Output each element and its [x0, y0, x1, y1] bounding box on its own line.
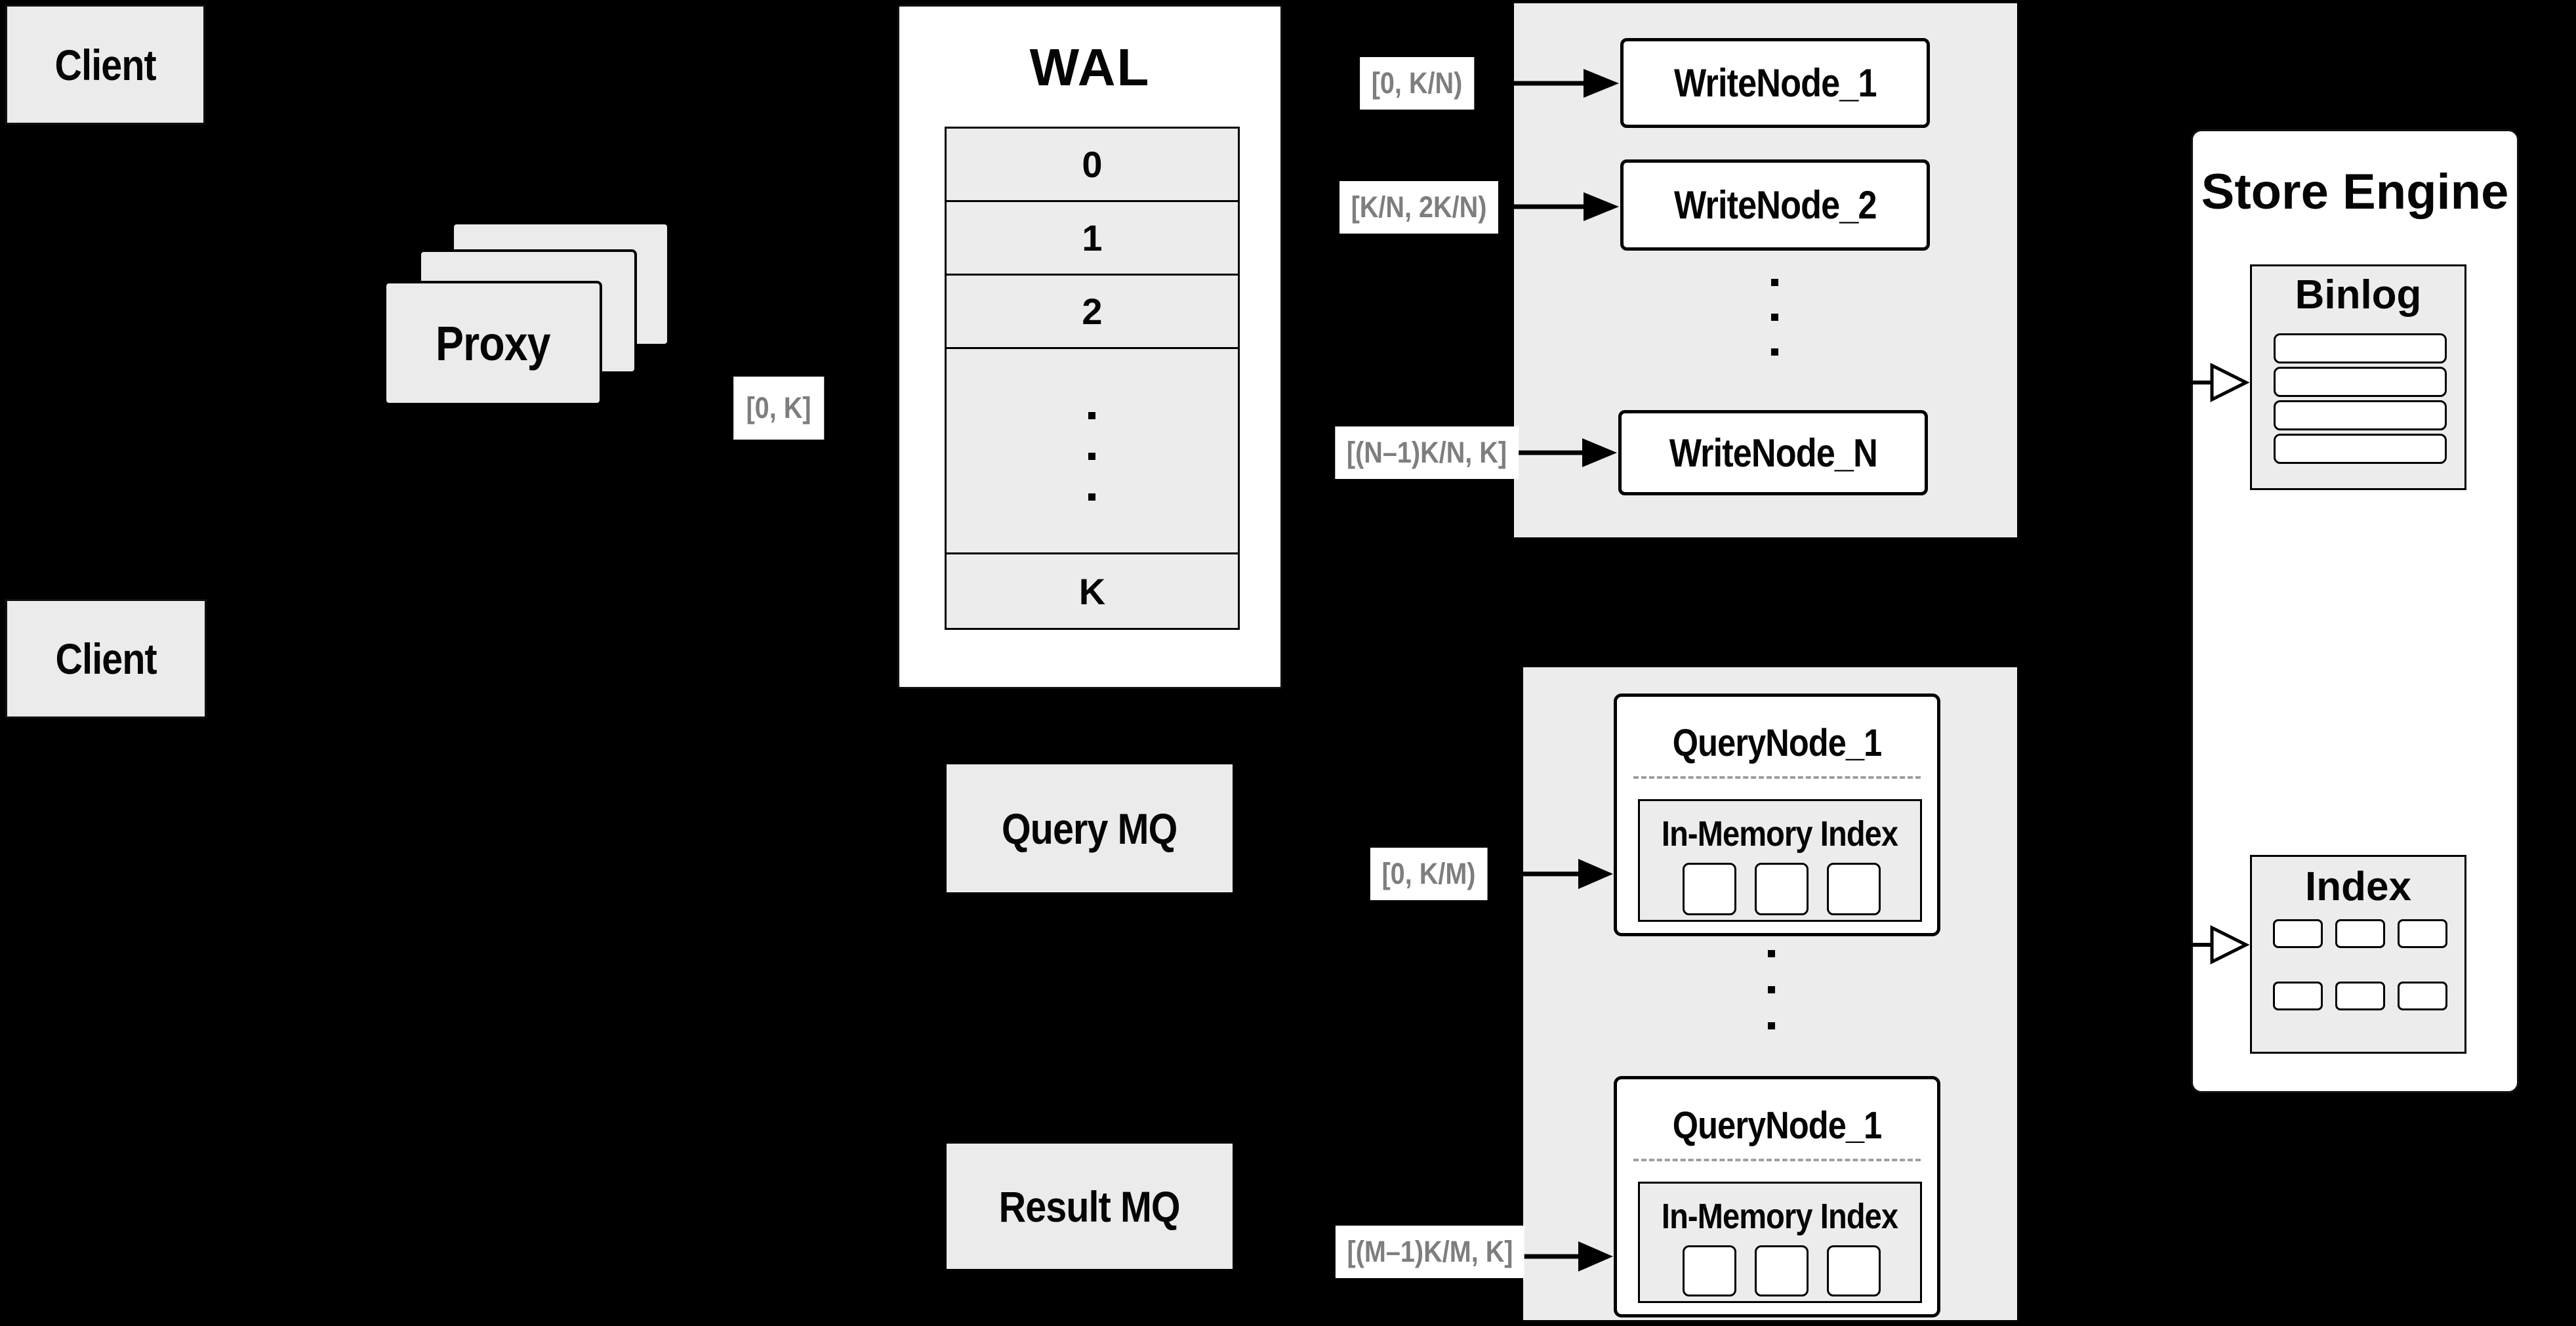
result-mq-box: Result MQ [947, 1144, 1233, 1269]
write-nodes-ellipsis-dot [1771, 279, 1778, 286]
query-nodes-ellipsis-dot [1768, 950, 1775, 957]
wal-row-1: 1 [947, 202, 1238, 276]
query-node-1-divider [1633, 776, 1921, 779]
write-node-1-label: WriteNode_1 [1673, 61, 1877, 105]
in-memory-index-box-2: In-Memory Index [1638, 1182, 1922, 1303]
binlog-segment [2274, 400, 2447, 430]
index-cell [2398, 919, 2447, 948]
proxy-card-front: Proxy [384, 281, 602, 405]
ellipsis-dot [1088, 493, 1095, 501]
query-mq-label: Query MQ [1002, 804, 1177, 853]
binlog-segment [2274, 333, 2447, 363]
write-nodes-ellipsis-dot [1771, 348, 1778, 356]
range-label-querynode-1: [0, K/M) [1370, 848, 1488, 900]
wal-row-K: K [947, 554, 1238, 628]
write-node-2-box: WriteNode_2 [1620, 159, 1930, 251]
range-label-writenode-1: [0, K/N) [1360, 57, 1474, 110]
client-bottom-label: Client [55, 634, 157, 683]
query-node-2-box: QueryNode_1 In-Memory Index [1614, 1076, 1940, 1317]
write-nodes-ellipsis-dot [1771, 314, 1778, 321]
proxy-label: Proxy [436, 316, 550, 371]
result-mq-label: Result MQ [998, 1182, 1181, 1231]
query-mq-box: Query MQ [947, 764, 1233, 892]
in-memory-index-label-2: In-Memory Index [1662, 1197, 1898, 1236]
query-node-1-label: QueryNode_1 [1672, 721, 1882, 764]
client-top-label: Client [54, 40, 156, 89]
binlog-title: Binlog [2295, 272, 2422, 318]
index-segment [1683, 1245, 1736, 1296]
query-node-1-box: QueryNode_1 In-Memory Index [1614, 694, 1940, 936]
query-node-2-divider [1633, 1159, 1921, 1161]
write-node-n-box: WriteNode_N [1618, 410, 1928, 495]
wal-title: WAL [1029, 38, 1151, 96]
write-node-n-label: WriteNode_N [1669, 430, 1877, 475]
range-label-querynode-2: [(M–1)K/M, K] [1335, 1226, 1525, 1278]
wal-row-0: 0 [947, 129, 1238, 202]
ellipsis-dot [1088, 453, 1095, 460]
query-nodes-ellipsis-dot [1768, 986, 1775, 993]
range-label-writenode-n: [(N–1)K/N, K] [1335, 426, 1519, 479]
query-nodes-ellipsis-dot [1768, 1022, 1775, 1029]
index-cell [2398, 982, 2447, 1010]
index-segment [1683, 863, 1736, 915]
in-memory-index-label-1: In-Memory Index [1662, 814, 1898, 854]
index-cell [2273, 982, 2323, 1010]
wal-box: WAL 0 1 2 K [897, 5, 1282, 689]
write-node-1-box: WriteNode_1 [1620, 38, 1930, 128]
client-bottom-box: Client [5, 599, 207, 718]
range-label-proxy-wal: [0, K] [733, 377, 824, 440]
in-memory-index-box-1: In-Memory Index [1638, 799, 1922, 922]
index-title: Index [2305, 863, 2411, 909]
query-node-2-label: QueryNode_1 [1672, 1104, 1882, 1147]
store-engine-title: Store Engine [2201, 164, 2509, 220]
ellipsis-dot [1088, 412, 1095, 419]
store-engine-box: Store Engine Binlog Index [2191, 129, 2519, 1093]
index-cell [2335, 919, 2385, 948]
index-cell [2335, 982, 2385, 1010]
binlog-segment [2274, 367, 2447, 397]
index-cell [2273, 919, 2323, 948]
index-segment [1755, 1245, 1809, 1296]
binlog-segment [2274, 434, 2447, 464]
wal-row-2: 2 [947, 276, 1238, 349]
index-segment [1755, 863, 1809, 915]
index-segment [1827, 863, 1881, 915]
range-label-writenode-2: [K/N, 2K/N) [1339, 181, 1498, 234]
wal-table: 0 1 2 K [945, 127, 1240, 630]
client-top-box: Client [5, 5, 205, 125]
binlog-box: Binlog [2250, 264, 2466, 490]
index-box: Index [2250, 855, 2466, 1054]
wal-row-ellipsis [947, 349, 1238, 554]
index-segment [1827, 1245, 1881, 1296]
write-node-2-label: WriteNode_2 [1673, 183, 1877, 227]
